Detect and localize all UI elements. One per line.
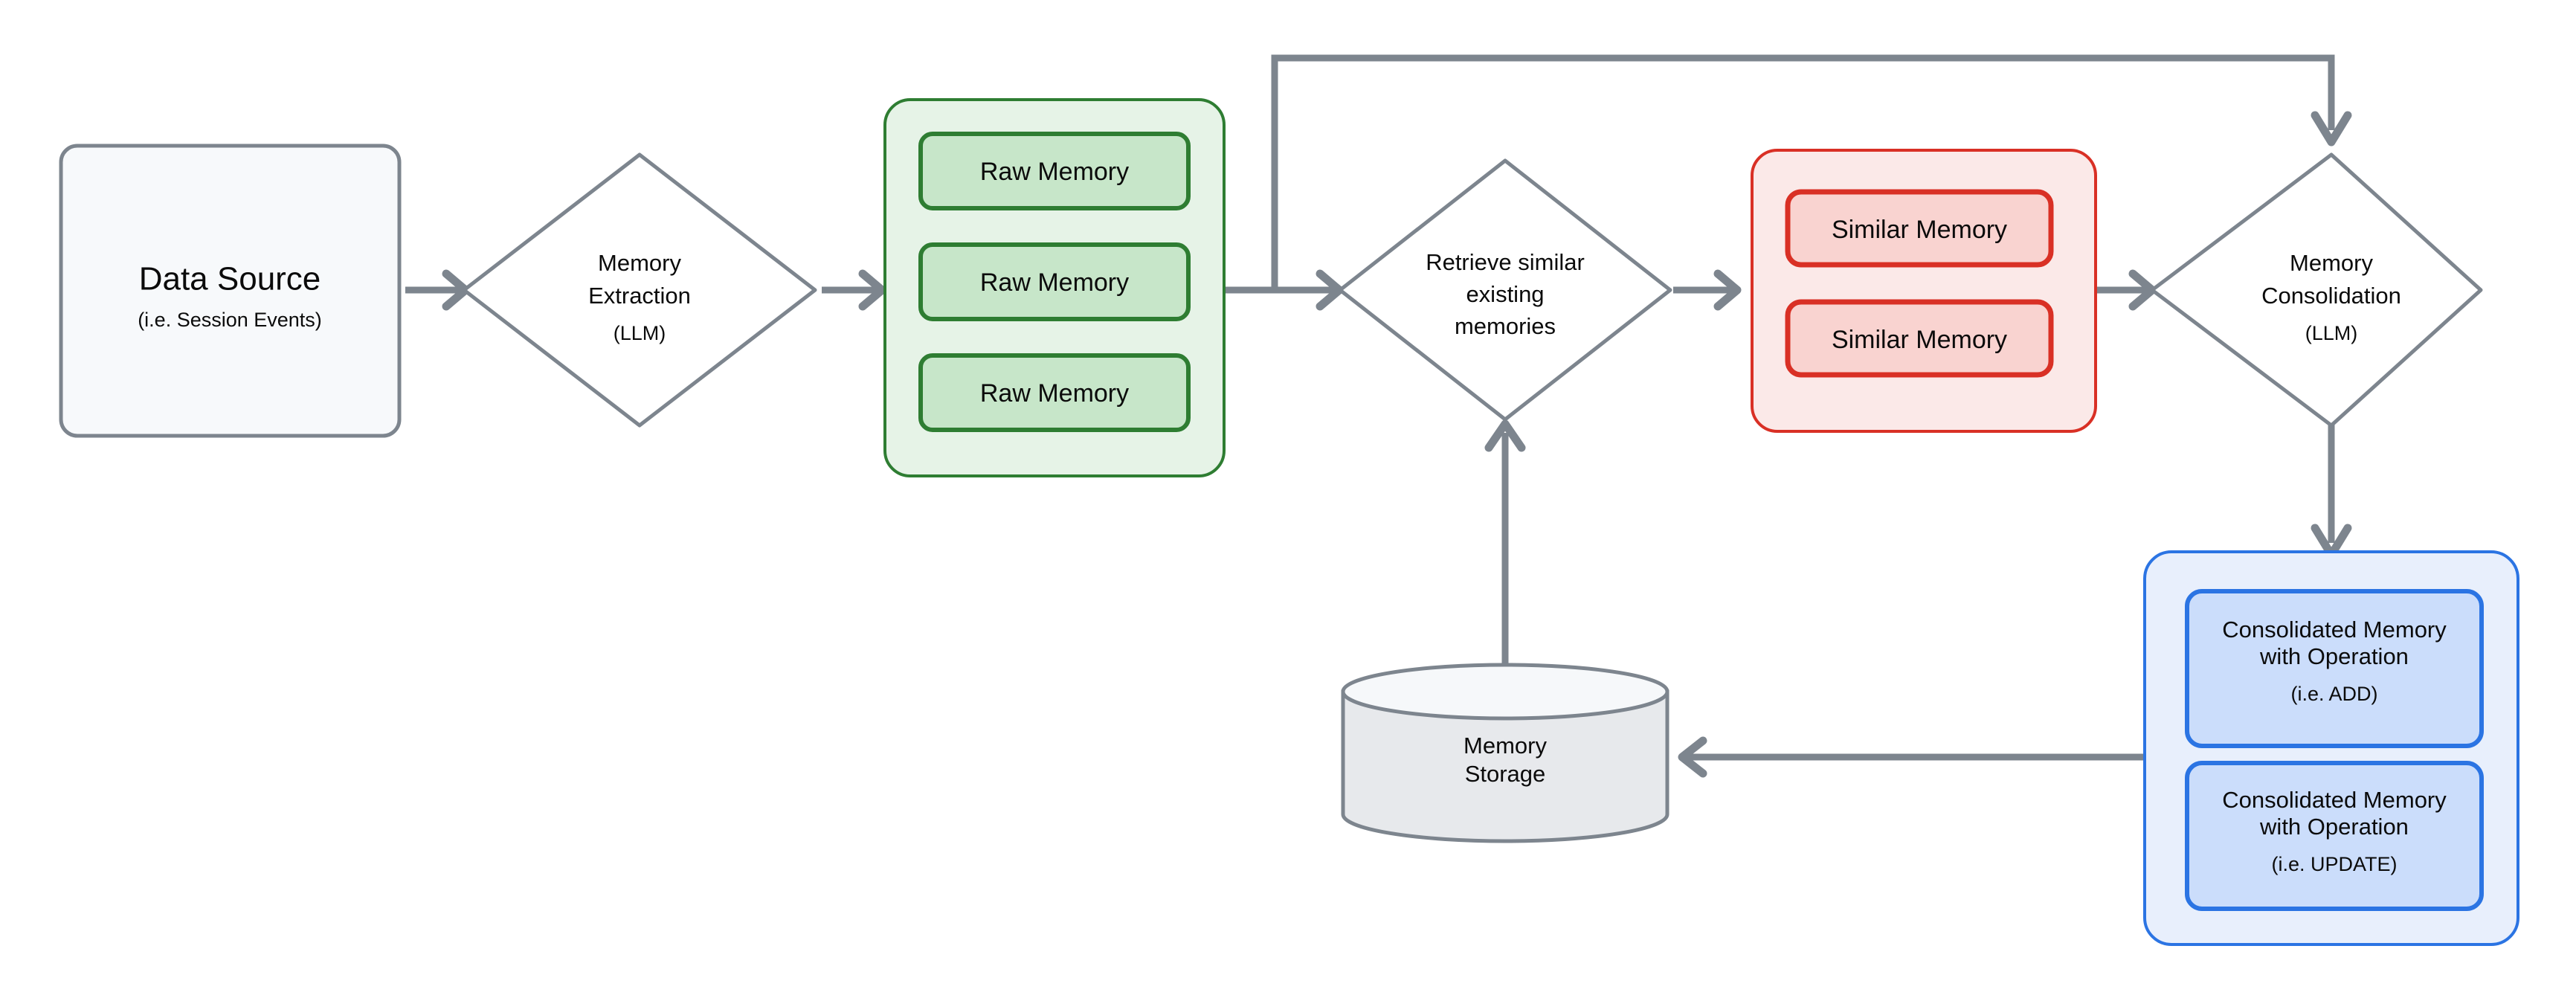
- retrieve-similar-line2: existing: [1466, 281, 1544, 307]
- consolidated-memory-item-line2: with Operation: [2259, 814, 2409, 840]
- edge-similarmemory-to-consolidation: [2091, 269, 2157, 311]
- consolidated-memory-item-line1: Consolidated Memory: [2222, 617, 2447, 643]
- similar-memory-item-label: Similar Memory: [1832, 216, 2007, 244]
- raw-memory-item-box[interactable]: [918, 242, 1191, 321]
- consolidated-memory-item-box[interactable]: [2185, 761, 2484, 911]
- edge-storage-to-retrieve: [1484, 419, 1526, 669]
- similar-memory-item[interactable]: Similar Memory: [1785, 299, 2054, 378]
- consolidated-memory-item-box[interactable]: [2185, 589, 2484, 748]
- similar-memory-item-label: Similar Memory: [1832, 326, 2007, 354]
- edge-extraction-to-rawmemory: [822, 269, 886, 311]
- memory-consolidation-line1: Memory: [2290, 250, 2373, 276]
- retrieve-similar-line1: Retrieve similar: [1426, 249, 1585, 275]
- memory-consolidation-line2: Consolidation: [2261, 283, 2401, 309]
- memory-extraction-line1: Memory: [598, 250, 681, 276]
- consolidated-memory-item[interactable]: Consolidated Memory with Operation (i.e.…: [2185, 589, 2484, 748]
- memory-extraction-line2: Extraction: [588, 283, 691, 309]
- retrieve-similar-line3: memories: [1455, 313, 1556, 339]
- similar-memory-item-box[interactable]: [1785, 299, 2054, 378]
- edge-retrieve-to-similarmemory: [1673, 269, 1742, 311]
- data-source-box[interactable]: [59, 144, 402, 438]
- similar-memory-item-box[interactable]: [1785, 189, 2054, 268]
- consolidated-memory-item[interactable]: Consolidated Memory with Operation (i.e.…: [2185, 761, 2484, 911]
- group-consolidated-memory: Consolidated Memory with Operation (i.e.…: [2143, 550, 2519, 946]
- memory-storage-cylinder-top: [1341, 663, 1669, 721]
- raw-memory-item-box[interactable]: [918, 132, 1191, 210]
- consolidated-memory-item-line2: with Operation: [2259, 643, 2409, 669]
- raw-memory-item[interactable]: Raw Memory: [918, 353, 1191, 432]
- data-source-subtitle: (i.e. Session Events): [138, 309, 322, 331]
- raw-memory-item-label: Raw Memory: [980, 268, 1129, 297]
- consolidated-memory-item-line1: Consolidated Memory: [2222, 787, 2447, 813]
- data-source-title: Data Source: [139, 261, 321, 297]
- memory-storage-line2: Storage: [1465, 761, 1546, 787]
- retrieve-similar-diamond[interactable]: [1338, 158, 1672, 422]
- node-data-source[interactable]: Data Source (i.e. Session Events): [59, 144, 402, 438]
- group-similar-memory: Similar Memory Similar Memory: [1751, 149, 2097, 433]
- consolidated-memory-item-subtitle: (i.e. ADD): [2290, 683, 2377, 705]
- node-memory-consolidation[interactable]: Memory Consolidation (LLM): [2150, 152, 2483, 428]
- edge-consolidation-to-consolidated: [2311, 424, 2352, 559]
- memory-extraction-diamond[interactable]: [462, 152, 817, 428]
- group-raw-memory: Raw Memory Raw Memory Raw Memory: [883, 98, 1226, 477]
- memory-extraction-subtitle: (LLM): [614, 322, 666, 344]
- raw-memory-item[interactable]: Raw Memory: [918, 132, 1191, 210]
- consolidated-memory-item-subtitle: (i.e. UPDATE): [2271, 853, 2397, 875]
- raw-memory-item-box[interactable]: [918, 353, 1191, 432]
- node-retrieve-similar-memories[interactable]: Retrieve similar existing memories: [1338, 158, 1672, 422]
- raw-memory-item-label: Raw Memory: [980, 158, 1129, 186]
- node-memory-storage[interactable]: Memory Storage: [1341, 663, 1669, 843]
- memory-storage-cylinder-body[interactable]: [1341, 689, 1669, 843]
- memory-consolidation-diamond[interactable]: [2150, 152, 2483, 428]
- memory-consolidation-subtitle: (LLM): [2305, 322, 2358, 344]
- edge-consolidated-to-storage: [1678, 736, 2145, 778]
- edge-rawmemory-to-consolidation-feedback: [1271, 54, 2352, 290]
- raw-memory-item[interactable]: Raw Memory: [918, 242, 1191, 321]
- similar-memory-item[interactable]: Similar Memory: [1785, 189, 2054, 268]
- edge-rawmemory-to-retrieve: [1224, 269, 1344, 311]
- memory-storage-line1: Memory: [1464, 733, 1547, 759]
- edge-datasource-to-extraction: [405, 269, 470, 311]
- raw-memory-item-label: Raw Memory: [980, 379, 1129, 408]
- node-memory-extraction[interactable]: Memory Extraction (LLM): [462, 152, 817, 428]
